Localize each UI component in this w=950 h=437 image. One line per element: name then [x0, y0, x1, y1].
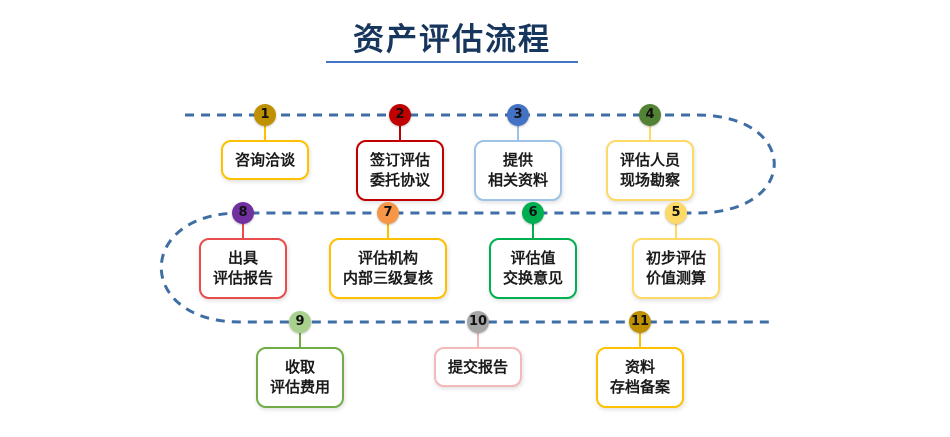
step-connector — [242, 223, 244, 239]
step-label-line2: 委托协议 — [369, 171, 431, 190]
page-title: 资产评估流程 — [353, 22, 551, 58]
step-label-line1: 评估值 — [510, 249, 556, 267]
step-label-line1: 签订评估 — [369, 151, 431, 169]
step-number-badge: 1 — [254, 104, 276, 126]
step-label-line1: 资料 — [624, 358, 656, 376]
step-box: 评估人员 现场勘察 — [605, 140, 695, 201]
step-number-badge: 8 — [232, 202, 254, 224]
step-box: 出具 评估报告 — [198, 238, 288, 299]
step-number-badge: 4 — [639, 104, 661, 126]
step-connector — [675, 223, 677, 239]
step-box: 签订评估 委托协议 — [355, 140, 445, 201]
step-connector — [477, 332, 479, 348]
step-number-badge: 9 — [289, 311, 311, 333]
title-underline — [326, 61, 578, 63]
step-label-line1: 提交报告 — [447, 358, 509, 376]
step-label-line2: 内部三级复核 — [342, 269, 434, 288]
step-box: 提供 相关资料 — [473, 140, 563, 201]
step-label-line2: 交换意见 — [502, 269, 564, 288]
step-label-line1: 提供 — [502, 151, 534, 169]
step-number-badge: 2 — [389, 104, 411, 126]
step-label-line1: 评估机构 — [357, 249, 419, 267]
step-label-line2: 价值测算 — [645, 269, 707, 288]
step-number-badge: 11 — [629, 311, 651, 333]
step-box: 提交报告 — [433, 347, 523, 388]
step-box: 评估机构 内部三级复核 — [328, 238, 448, 299]
step-connector — [264, 125, 266, 141]
step-label-line2: 现场勘察 — [619, 171, 681, 190]
step-number-badge: 3 — [507, 104, 529, 126]
step-connector — [299, 332, 301, 348]
step-label-line2: 评估费用 — [269, 378, 331, 397]
step-label-line1: 咨询洽谈 — [234, 151, 296, 169]
step-number-badge: 7 — [377, 202, 399, 224]
step-connector — [517, 125, 519, 141]
step-box: 资料 存档备案 — [595, 347, 685, 408]
flow-path — [159, 113, 776, 324]
step-label-line1: 评估人员 — [619, 151, 681, 169]
step-connector — [399, 125, 401, 141]
step-label-line2: 评估报告 — [212, 269, 274, 288]
step-connector — [649, 125, 651, 141]
step-label-line2: 存档备案 — [609, 378, 671, 397]
step-connector — [639, 332, 641, 348]
step-box: 评估值 交换意见 — [488, 238, 578, 299]
step-label-line1: 初步评估 — [645, 249, 707, 267]
step-box: 咨询洽谈 — [220, 140, 310, 181]
step-number-badge: 5 — [665, 202, 687, 224]
step-number-badge: 6 — [522, 202, 544, 224]
step-label-line1: 出具 — [227, 249, 259, 267]
step-number-badge: 10 — [467, 311, 489, 333]
step-connector — [387, 223, 389, 239]
step-box: 初步评估 价值测算 — [631, 238, 721, 299]
step-label-line1: 收取 — [284, 358, 316, 376]
step-connector — [532, 223, 534, 239]
step-box: 收取 评估费用 — [255, 347, 345, 408]
step-label-line2: 相关资料 — [487, 171, 549, 190]
